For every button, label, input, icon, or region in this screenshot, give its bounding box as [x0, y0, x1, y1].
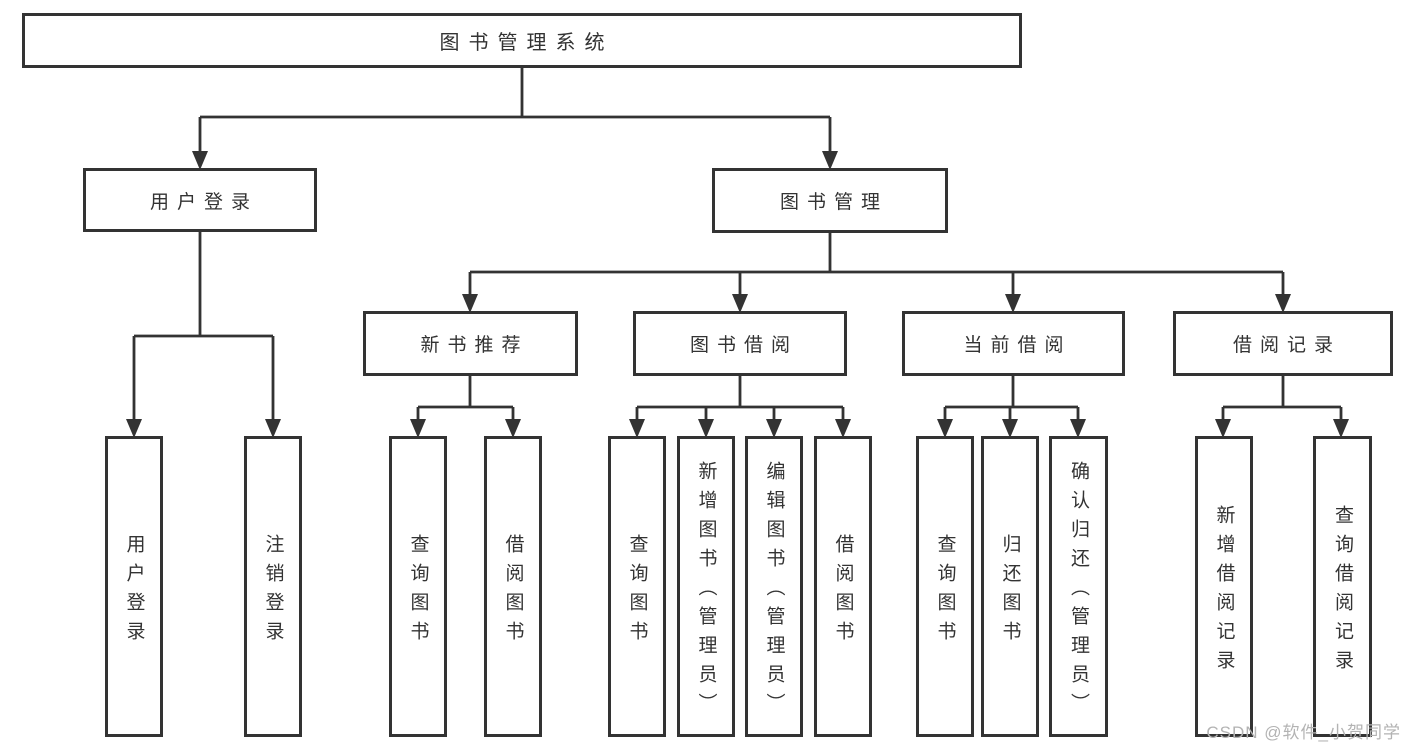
leaf-add-borrow-record: 新增借阅记录 [1195, 436, 1253, 737]
arrow-down-icon [822, 151, 838, 170]
leaf-borrow-books-1: 借阅图书 [484, 436, 542, 737]
arrow-down-icon [1005, 294, 1021, 313]
leaf-query-books-2: 查询图书 [608, 436, 666, 737]
leaf-query-books-1-label: 查询图书 [407, 533, 429, 650]
arrow-down-icon [126, 419, 142, 438]
arrow-down-icon [1002, 419, 1018, 438]
node-new-book-recommend: 新书推荐 [363, 311, 578, 376]
node-user-login-label: 用户登录 [149, 191, 258, 213]
arrow-down-icon [937, 419, 953, 438]
arrow-down-icon [732, 294, 748, 313]
connector-current-borrow-to-leaves [937, 376, 1086, 438]
arrow-down-icon [462, 294, 478, 313]
leaf-query-borrow-record: 查询借阅记录 [1313, 436, 1372, 737]
connector-book-borrow-to-leaves [629, 376, 851, 438]
node-borrowing-records: 借阅记录 [1173, 311, 1393, 376]
arrow-down-icon [192, 151, 208, 170]
arrow-down-icon [835, 419, 851, 438]
leaf-confirm-return-admin: 确认归还（管理员） [1049, 436, 1108, 737]
csdn-watermark: CSDN @软件_小贺同学 [1206, 723, 1401, 742]
arrow-down-icon [698, 419, 714, 438]
leaf-user-login: 用户登录 [105, 436, 163, 737]
leaf-borrow-books-2-label: 借阅图书 [832, 533, 854, 650]
leaf-edit-book-admin-label: 编辑图书（管理员） [763, 461, 785, 722]
arrow-down-icon [629, 419, 645, 438]
arrow-down-icon [505, 419, 521, 438]
leaf-query-books-3: 查询图书 [916, 436, 974, 737]
connector-user-login-to-leaves [126, 232, 281, 438]
leaf-borrow-books-1-label: 借阅图书 [502, 533, 524, 650]
connector-borrow-records-to-leaves [1215, 376, 1349, 438]
node-book-borrowing: 图书借阅 [633, 311, 847, 376]
arrow-down-icon [410, 419, 426, 438]
node-book-borrowing-label: 图书借阅 [689, 335, 798, 356]
connector-new-book-to-leaves [410, 376, 521, 438]
node-current-borrowing-label: 当前借阅 [963, 335, 1072, 356]
leaf-return-book-label: 归还图书 [999, 533, 1021, 650]
node-current-borrowing: 当前借阅 [902, 311, 1125, 376]
leaf-confirm-return-admin-label: 确认归还（管理员） [1068, 461, 1089, 722]
leaf-user-login-label: 用户登录 [123, 533, 145, 650]
leaf-return-book: 归还图书 [981, 436, 1039, 737]
arrow-down-icon [1275, 294, 1291, 313]
node-book-management-label: 图书管理 [779, 192, 888, 213]
leaf-query-borrow-record-label: 查询借阅记录 [1332, 504, 1353, 679]
leaf-borrow-books-2: 借阅图书 [814, 436, 872, 737]
arrow-down-icon [1333, 419, 1349, 438]
leaf-query-books-2-label: 查询图书 [626, 533, 648, 650]
leaf-logout-label: 注销登录 [262, 533, 284, 650]
node-user-login: 用户登录 [83, 168, 317, 232]
node-root-label: 图书管理系统 [439, 32, 614, 54]
connector-root-to-level2 [192, 68, 838, 170]
leaf-add-book-admin-label: 新增图书（管理员） [695, 461, 717, 722]
node-book-management: 图书管理 [712, 168, 948, 233]
leaf-edit-book-admin: 编辑图书（管理员） [745, 436, 803, 737]
node-new-book-recommend-label: 新书推荐 [420, 335, 529, 356]
leaf-query-books-1: 查询图书 [389, 436, 447, 737]
arrow-down-icon [265, 419, 281, 438]
node-borrowing-records-label: 借阅记录 [1232, 335, 1341, 356]
arrow-down-icon [1070, 419, 1086, 438]
leaf-query-books-3-label: 查询图书 [934, 533, 956, 650]
leaf-add-borrow-record-label: 新增借阅记录 [1213, 504, 1235, 679]
leaf-add-book-admin: 新增图书（管理员） [677, 436, 735, 737]
leaf-logout: 注销登录 [244, 436, 302, 737]
arrow-down-icon [1215, 419, 1231, 438]
node-root: 图书管理系统 [22, 13, 1022, 68]
connector-book-mgmt-to-level3 [462, 233, 1291, 313]
arrow-down-icon [766, 419, 782, 438]
